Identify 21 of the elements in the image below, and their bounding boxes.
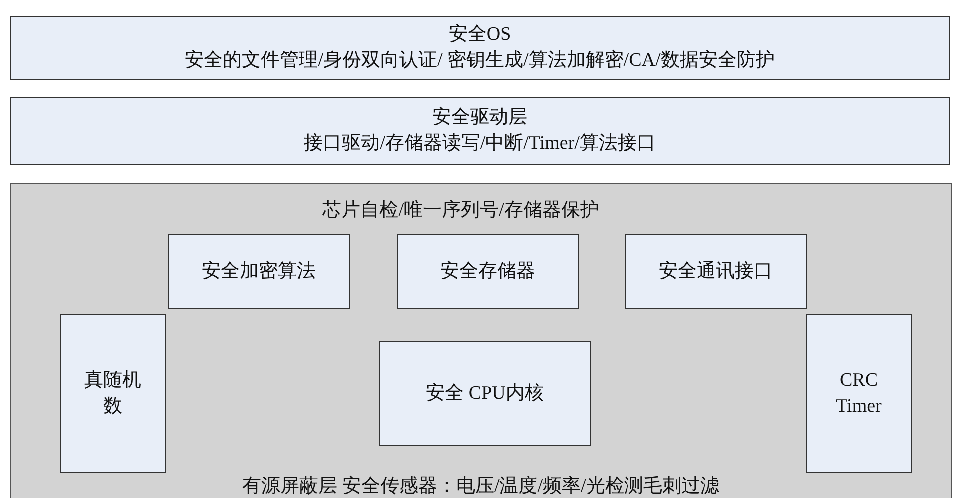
module-box <box>625 234 807 309</box>
box-text: 安全的文件管理/身份双向认证/ 密钥生成/算法加解密/CA/数据安全防护 <box>185 49 775 73</box>
box-heading: 安全驱动层 <box>432 106 528 130</box>
layer-box <box>10 16 950 80</box>
box-heading: 安全OS <box>448 23 512 48</box>
module-box <box>168 234 350 309</box>
module-box <box>60 314 166 473</box>
cpu-box <box>379 341 591 446</box>
box-text: 安全加密算法 <box>202 260 316 284</box>
box-text: 真随机数 <box>84 368 142 418</box>
box-text: 接口驱动/存储器读写/中断/Timer/算法接口 <box>304 132 656 156</box>
module-box <box>806 314 912 473</box>
box-text: CRC Timer <box>835 368 883 418</box>
box-text: 有源屏蔽层 安全传感器：电压/温度/频率/光检测毛刺过滤 <box>242 475 720 498</box>
box-text: 安全通讯接口 <box>659 260 773 284</box>
layer-box <box>10 97 950 165</box>
box-text: 安全存储器 <box>440 260 536 284</box>
module-box <box>397 234 579 309</box>
box-text: 安全 CPU内核 <box>426 382 544 406</box>
box-heading: 芯片自检/唯一序列号/存储器保护 <box>322 199 600 223</box>
chip-panel <box>10 183 952 498</box>
